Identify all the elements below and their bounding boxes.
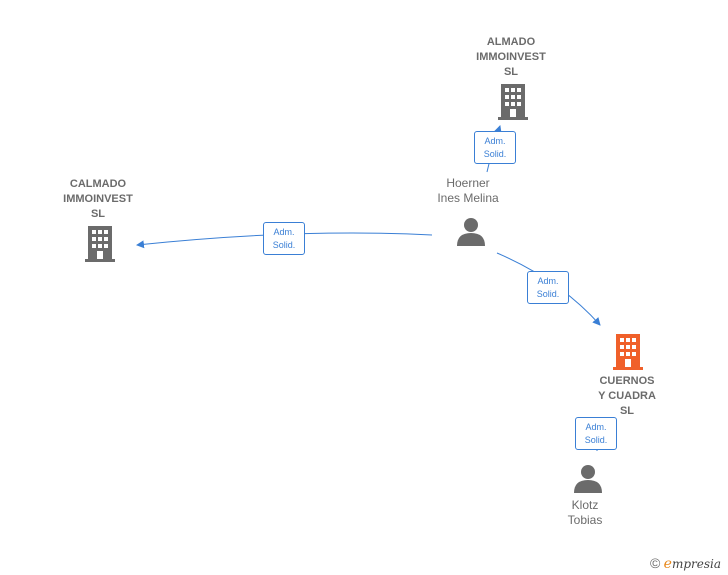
edge-role-line1: Adm. (585, 422, 607, 432)
brand-initial: e (663, 556, 672, 572)
company-label-cuernos[interactable]: CUERNOS Y CUADRA SL (598, 375, 656, 417)
copyright-symbol: © (650, 555, 661, 571)
building-icon[interactable] (498, 84, 528, 120)
edge-badge-hoerner-cuernos[interactable]: Adm. Solid. (527, 271, 569, 304)
edge-role-line2: Solid. (483, 149, 507, 159)
person-icon[interactable] (573, 463, 603, 493)
edge-role-line1: Adm. (484, 136, 506, 146)
brand-name: mpresia (671, 557, 722, 571)
edge-role-line1: Adm. (273, 227, 295, 237)
building-icon[interactable] (613, 334, 643, 370)
company-label-calmado[interactable]: CALMADO IMMOINVEST SL (63, 178, 133, 220)
person-label-klotz[interactable]: Klotz Tobias (567, 498, 603, 527)
company-label-almado[interactable]: ALMADO IMMOINVEST SL (476, 36, 546, 78)
edge-badge-klotz-cuernos[interactable]: Adm. Solid. (575, 417, 617, 450)
edge-badge-hoerner-almado[interactable]: Adm. Solid. (474, 131, 516, 164)
edge-role-line2: Solid. (536, 289, 560, 299)
brand-logo: © empresia (650, 555, 721, 572)
person-icon[interactable] (456, 216, 486, 246)
person-label-hoerner[interactable]: Hoerner Ines Melina (437, 176, 499, 205)
edge-role-line2: Solid. (584, 435, 608, 445)
building-icon[interactable] (85, 226, 115, 262)
edge-role-line2: Solid. (272, 240, 296, 250)
edge-role-line1: Adm. (537, 276, 559, 286)
edge-badge-hoerner-calmado[interactable]: Adm. Solid. (263, 222, 305, 255)
